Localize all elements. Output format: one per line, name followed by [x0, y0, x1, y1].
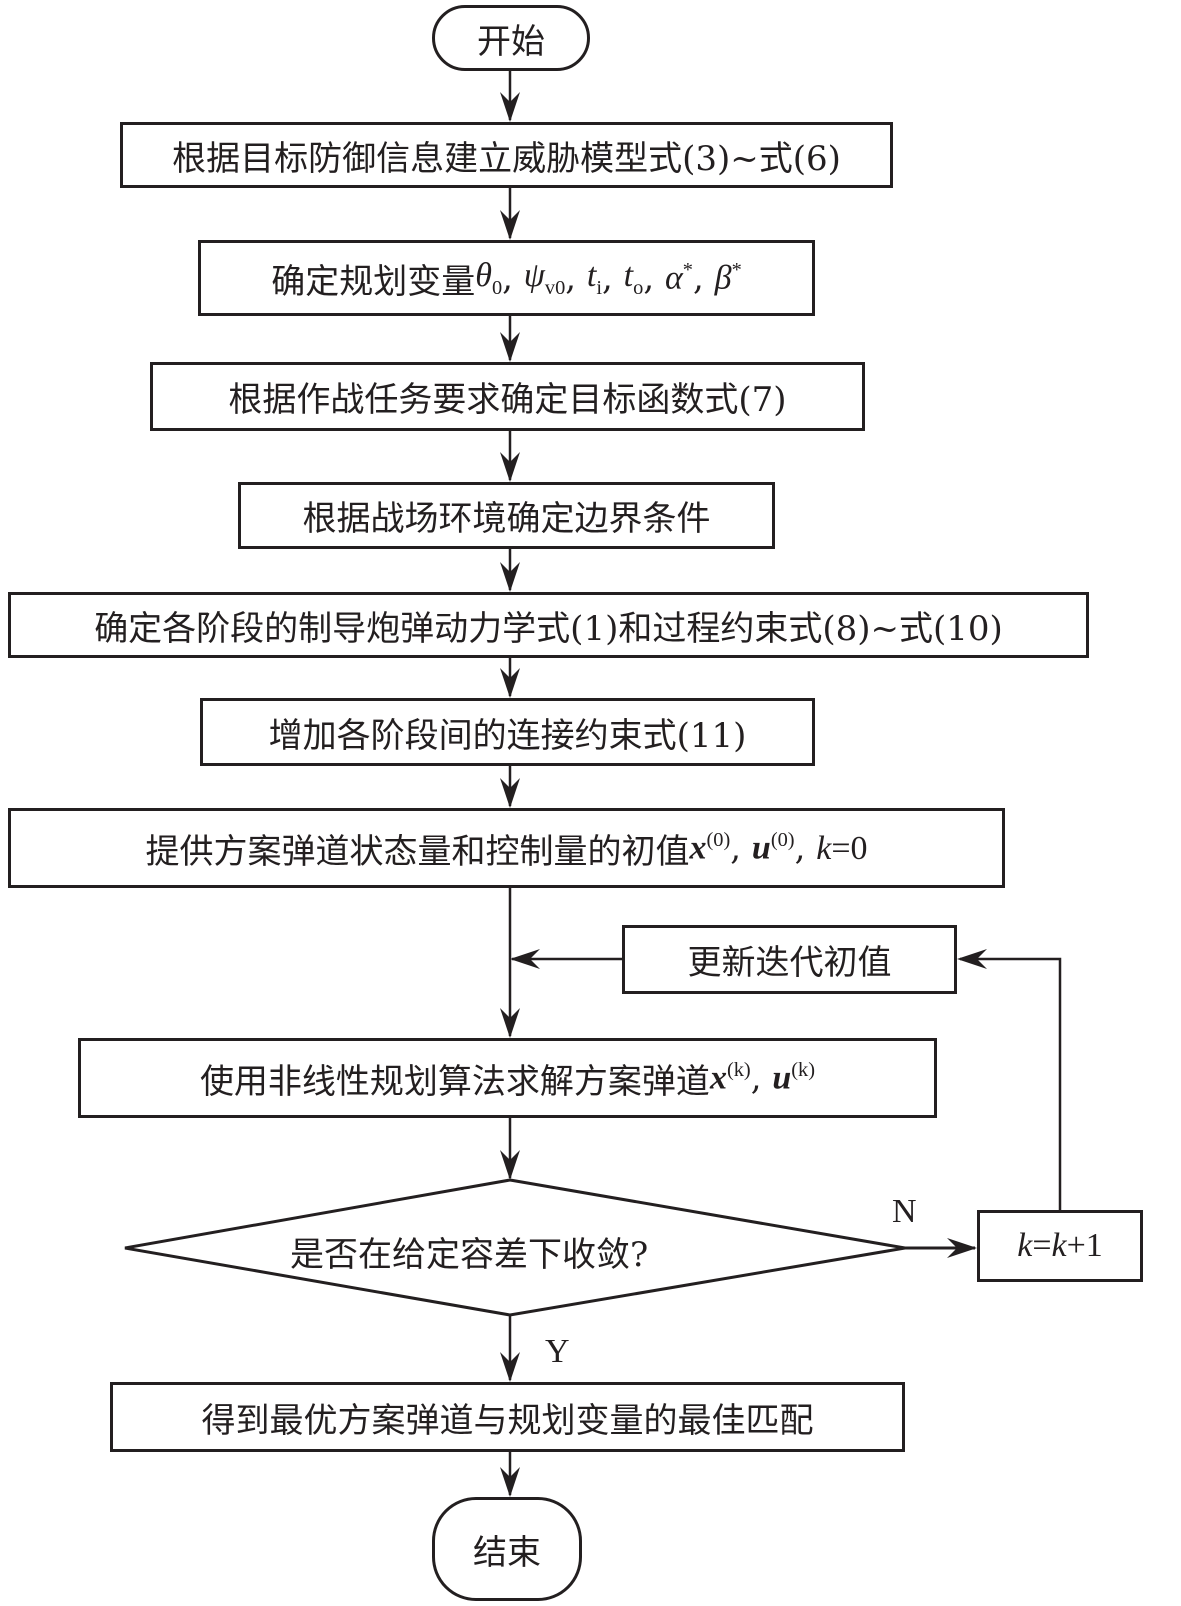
decision-label: 是否在给定容差下收敛? — [290, 1235, 649, 1275]
var-uk: u(k) — [772, 1058, 816, 1097]
update-label: 更新迭代初值 — [687, 943, 892, 983]
arrowhead — [957, 949, 987, 969]
arrowhead — [510, 949, 540, 969]
arrowhead — [500, 562, 520, 592]
var-theta: θ0 — [475, 256, 503, 299]
var-xk: x(k) — [709, 1058, 751, 1097]
increment-k: k=k+1 — [977, 1210, 1143, 1282]
arrow-increment-to-update — [960, 957, 1062, 1210]
step-initial-values: 提供方案弹道状态量和控制量的初值 x(0), u(0), k=0 — [8, 808, 1005, 888]
arrowhead — [500, 1150, 520, 1180]
arrowhead — [500, 452, 520, 482]
step6-label: 增加各阶段间的连接约束式(11) — [268, 715, 747, 756]
step1-label: 根据目标防御信息建立威胁模型式(3)~式(6) — [172, 138, 841, 179]
step-determine-variables: 确定规划变量 θ0, ψv0, ti, to, α*, β* — [198, 240, 815, 316]
step2-label: 确定规划变量 — [271, 261, 476, 302]
var-psi: ψv0 — [523, 256, 566, 299]
step8-label: 使用非线性规划算法求解方案弹道 — [199, 1061, 710, 1102]
step-dynamics-constraints: 确定各阶段的制导炮弹动力学式(1)和过程约束式(8)~式(10) — [8, 592, 1089, 658]
var-alpha: α* — [664, 258, 693, 297]
arrowhead — [947, 1238, 977, 1258]
result-label: 得到最优方案弹道与规划变量的最佳匹配 — [201, 1400, 814, 1441]
step-boundary-conditions: 根据战场环境确定边界条件 — [238, 482, 775, 549]
step3-label: 根据作战任务要求确定目标函数式(7) — [228, 380, 787, 420]
update-initial-values: 更新迭代初值 — [622, 925, 957, 994]
no-branch-label: N — [892, 1193, 917, 1230]
step-build-threat-model: 根据目标防御信息建立威胁模型式(3)~式(6) — [120, 122, 893, 188]
arrowhead — [500, 1467, 520, 1497]
yes-branch-label: Y — [545, 1333, 570, 1370]
start-terminal: 开始 — [432, 5, 590, 71]
var-u0: u(0) — [751, 828, 795, 867]
step7-label: 提供方案弹道状态量和控制量的初值 — [145, 831, 690, 872]
end-label: 结束 — [473, 1532, 541, 1573]
var-k0: k=0 — [816, 830, 868, 867]
arrowhead — [500, 92, 520, 122]
step-solve-nlp: 使用非线性规划算法求解方案弹道 x(k), u(k) — [78, 1038, 937, 1118]
var-to: to — [623, 256, 644, 299]
step4-label: 根据战场环境确定边界条件 — [302, 499, 711, 539]
step-objective-function: 根据作战任务要求确定目标函数式(7) — [150, 362, 865, 431]
arrowhead — [500, 210, 520, 240]
arrowhead — [500, 332, 520, 362]
step-optimal-match: 得到最优方案弹道与规划变量的最佳匹配 — [110, 1382, 905, 1452]
arrowhead — [500, 778, 520, 808]
start-label: 开始 — [477, 21, 545, 62]
end-terminal: 结束 — [432, 1497, 582, 1601]
var-beta: β* — [714, 258, 742, 297]
arrowhead — [500, 1352, 520, 1382]
arrowhead — [500, 668, 520, 698]
var-x0: x(0) — [689, 828, 731, 867]
var-ti: ti — [586, 256, 603, 299]
step5-label: 确定各阶段的制导炮弹动力学式(1)和过程约束式(8)~式(10) — [94, 608, 1003, 649]
step-link-constraints: 增加各阶段间的连接约束式(11) — [200, 698, 815, 766]
arrowhead — [500, 1008, 520, 1038]
